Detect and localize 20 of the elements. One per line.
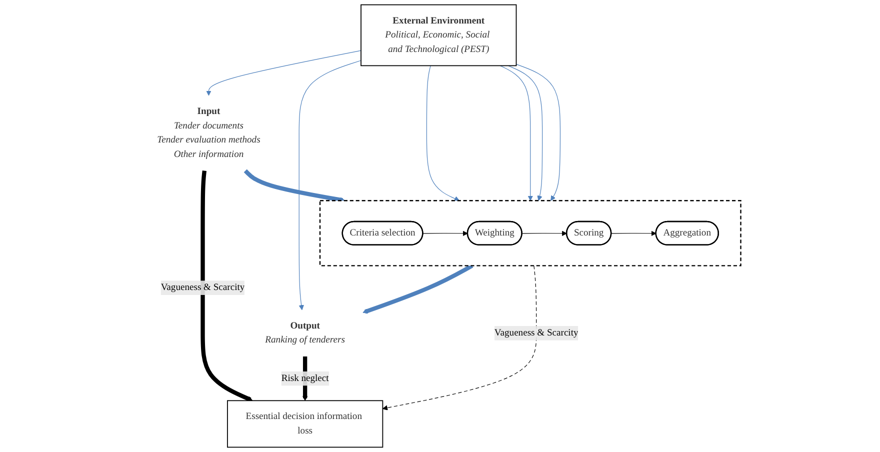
arrow bbox=[382, 265, 537, 410]
arrow bbox=[426, 65, 460, 202]
arrow bbox=[508, 65, 543, 201]
cluster bbox=[319, 200, 742, 266]
arrow bbox=[611, 230, 656, 236]
arrow bbox=[422, 230, 468, 236]
node-box: External Environment Political, Economic, Social and Technological (PEST) bbox=[360, 4, 517, 66]
edge-label: Vagueness & Scarcity bbox=[160, 282, 245, 293]
arrow bbox=[516, 64, 561, 201]
edge-label: Vagueness & Scarcity bbox=[494, 328, 578, 338]
arrow bbox=[200, 170, 253, 402]
arrow bbox=[500, 65, 533, 201]
edge-label: Risk neglect bbox=[281, 373, 329, 384]
node-box: Essential decision information loss bbox=[227, 400, 384, 448]
arrow bbox=[522, 230, 568, 236]
arrow bbox=[298, 60, 362, 310]
arrow bbox=[244, 169, 346, 202]
node-text: Input Tender documents Tender evaluation methods Other information bbox=[157, 106, 260, 160]
arrow bbox=[206, 50, 362, 96]
node-text: Output Ranking of tenderers bbox=[265, 320, 345, 346]
